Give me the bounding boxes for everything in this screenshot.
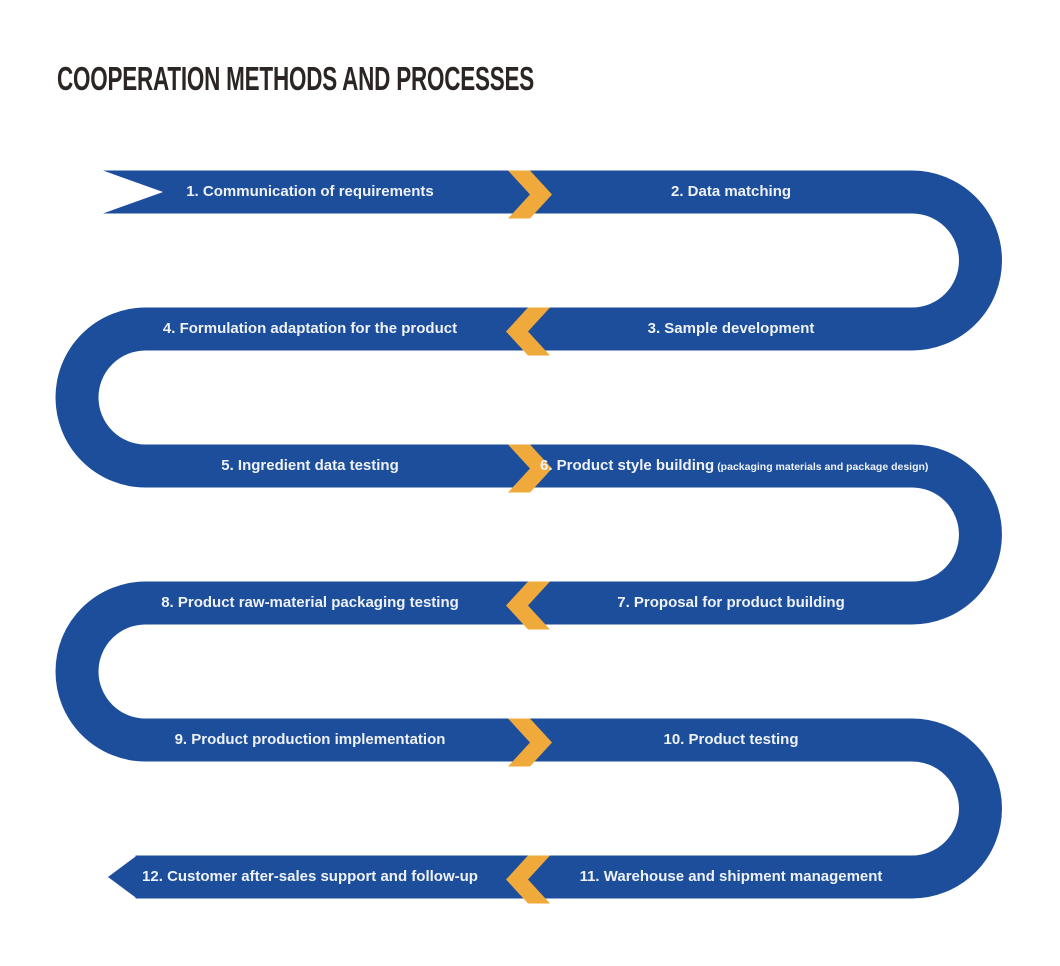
step-label-5: 5. Ingredient data testing [221,457,399,474]
chevron-right-icon [508,718,552,767]
step-label-11: 11. Warehouse and shipment management [579,868,883,885]
step-label-10: 10. Product testing [663,731,799,748]
ribbon-end-arrow-icon [108,855,137,899]
step-label-6-sub: (packaging materials and package design) [717,461,929,473]
step-label-3: 3. Sample development [647,320,815,337]
chevron-right-icon [508,170,552,219]
chevron-left-icon [506,581,550,630]
step-label-1: 1. Communication of requirements [186,183,434,200]
page-title: COOPERATION METHODS AND PROCESSES [57,60,535,97]
step-label-9: 9. Product production implementation [174,731,446,748]
step-label-6-main: 6. Product style building [540,457,715,474]
chevron-left-icon [506,855,550,904]
step-label-4: 4. Formulation adaptation for the produc… [162,320,458,337]
ribbon-path [55,170,1002,899]
chevron-left-icon [506,307,550,356]
chevron-right-icon [508,444,552,493]
step-label-7: 7. Proposal for product building [617,594,845,611]
step-label-12: 12. Customer after-sales support and fol… [142,868,478,885]
ribbon-start-notch [103,170,163,214]
step-label-8: 8. Product raw-material packaging testin… [161,594,459,611]
step-label-2: 2. Data matching [670,183,792,200]
step-label-6: 6. Product style building(packaging mate… [540,455,928,477]
